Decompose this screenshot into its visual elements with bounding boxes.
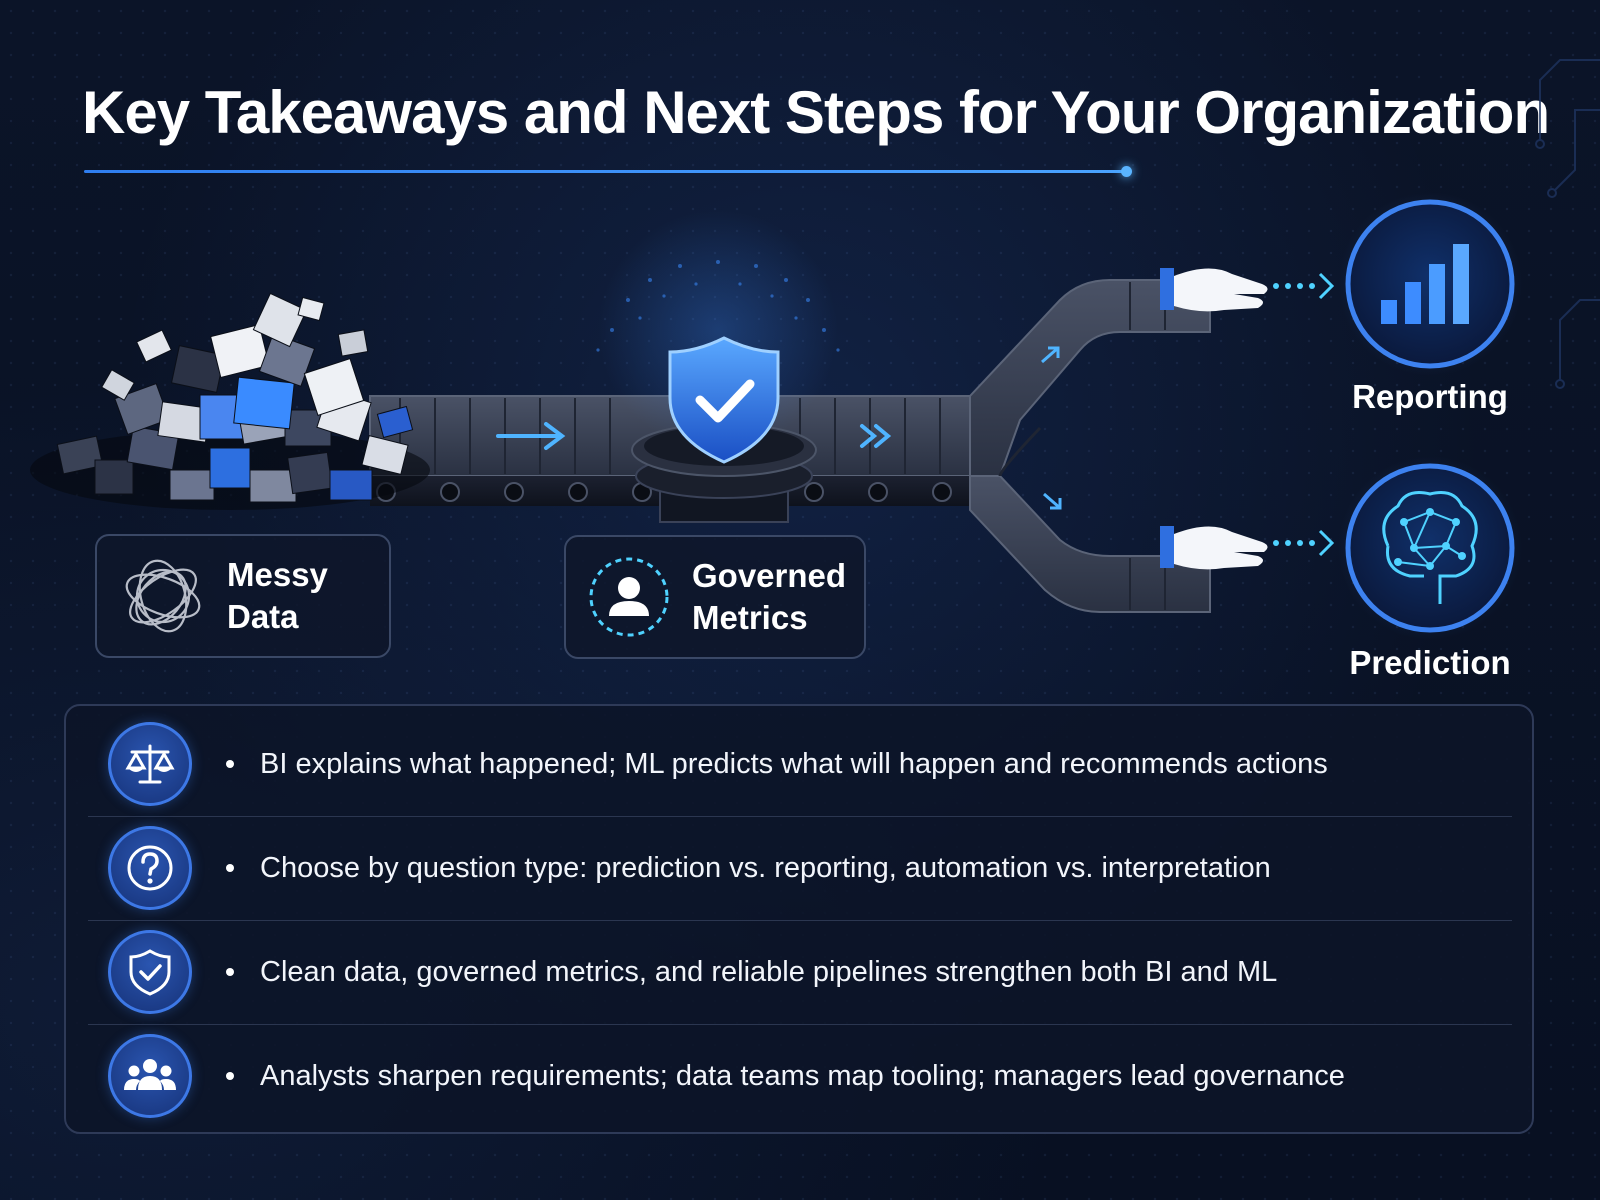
shield-check-icon: [108, 930, 192, 1014]
messy-data-card: Messy Data: [95, 534, 391, 658]
hand-reporting-icon: [1160, 268, 1268, 312]
row-divider: [88, 920, 1512, 921]
branch-arrow-up-icon: [1041, 346, 1060, 364]
question-icon: [108, 826, 192, 910]
user-profile-icon: [589, 557, 669, 637]
dotted-arrow-reporting: [1273, 272, 1335, 300]
bullet-dot: [226, 968, 234, 976]
takeaway-text: BI explains what happened; ML predicts w…: [260, 747, 1328, 780]
pipeline-diagram: [30, 59, 1600, 640]
governed-metrics-label: Governed Metrics: [692, 557, 847, 636]
double-chevron-icon: [860, 424, 892, 448]
row-divider: [88, 816, 1512, 817]
messy-data-pile-icon: [30, 292, 430, 510]
title-underline: [84, 170, 1128, 173]
takeaways-panel: BI explains what happened; ML predicts w…: [64, 704, 1534, 1134]
takeaway-row: Clean data, governed metrics, and reliab…: [86, 920, 1514, 1024]
bullet-dot: [226, 760, 234, 768]
takeaway-row: Analysts sharpen requirements; data team…: [86, 1024, 1514, 1128]
bullet-dot: [226, 864, 234, 872]
dotted-arrow-prediction: [1273, 529, 1335, 557]
title-underline-dot: [1121, 166, 1132, 177]
shield-check-icon: [668, 336, 780, 464]
takeaway-row: BI explains what happened; ML predicts w…: [86, 712, 1514, 816]
row-divider: [88, 1024, 1512, 1025]
page-title: Key Takeaways and Next Steps for Your Or…: [82, 79, 1550, 146]
circuit-decoration: [1535, 59, 1600, 389]
brain-network-icon: [1382, 491, 1478, 604]
team-icon: [108, 1034, 192, 1118]
flow-arrow-icon: [496, 422, 566, 450]
scales-icon: [108, 722, 192, 806]
governed-metrics-card: Governed Metrics: [564, 535, 866, 659]
prediction-label: Prediction: [1349, 644, 1511, 681]
branch-arrow-down-icon: [1043, 492, 1062, 510]
takeaway-text: Analysts sharpen requirements; data team…: [260, 1059, 1345, 1092]
bullet-dot: [226, 1072, 234, 1080]
takeaway-row: Choose by question type: prediction vs. …: [86, 816, 1514, 920]
takeaway-text: Choose by question type: prediction vs. …: [260, 851, 1271, 884]
messy-data-label: Messy Data: [227, 556, 328, 635]
bar-chart-icon: [1381, 244, 1469, 324]
reporting-label: Reporting: [1352, 378, 1508, 415]
takeaway-text: Clean data, governed metrics, and reliab…: [260, 955, 1278, 988]
hand-prediction-icon: [1160, 526, 1268, 570]
tangled-knot-icon: [125, 559, 201, 633]
